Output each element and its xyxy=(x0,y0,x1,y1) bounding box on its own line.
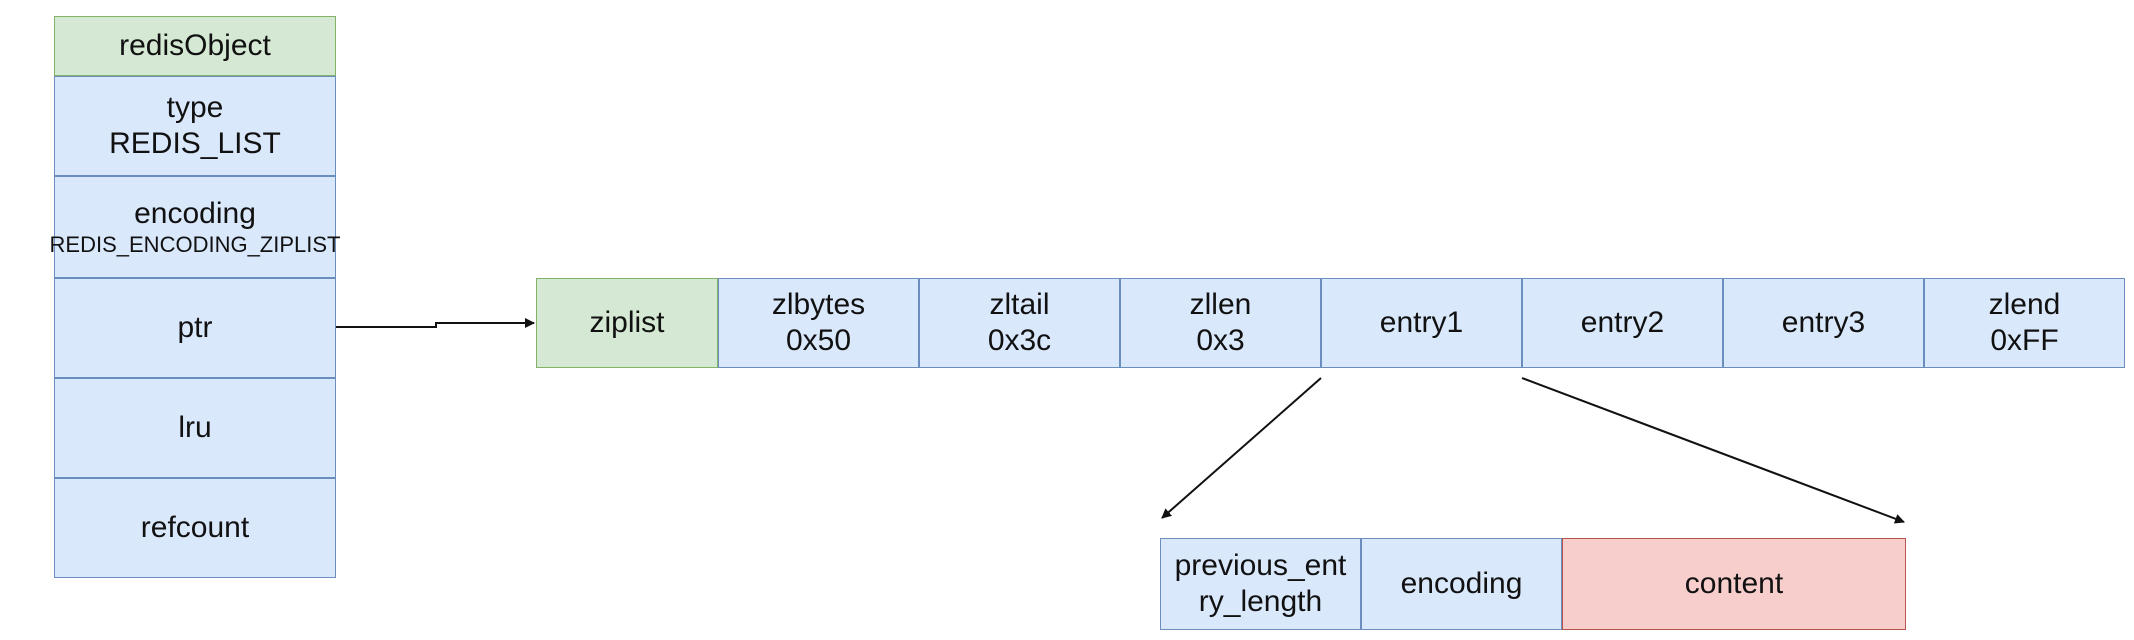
redis-object-ptr-cell: ptr xyxy=(54,278,336,378)
zllen-value: 0x3 xyxy=(1196,324,1245,357)
lru-label: lru xyxy=(178,411,212,444)
entry1-to-entry-detail-start-arrow xyxy=(1161,377,1322,519)
entry1-to-entry-detail-end-arrow xyxy=(1521,377,1905,524)
zllen-cell: zllen 0x3 xyxy=(1120,278,1321,368)
zltail-value: 0x3c xyxy=(987,324,1052,357)
type-value: REDIS_LIST xyxy=(109,127,281,160)
previous-entry-length-line1: previous_ent xyxy=(1174,549,1347,582)
content-cell: content xyxy=(1562,538,1906,630)
zlend-cell: zlend 0xFF xyxy=(1924,278,2125,368)
redis-object-type-cell: type REDIS_LIST xyxy=(54,76,336,176)
encoding-label: encoding xyxy=(134,196,256,230)
zltail-label: zltail xyxy=(989,288,1050,321)
previous-entry-length-cell: previous_ent ry_length xyxy=(1160,538,1361,630)
redis-object-lru-cell: lru xyxy=(54,378,336,478)
zlend-value: 0xFF xyxy=(1990,324,2059,357)
zllen-label: zllen xyxy=(1189,288,1252,321)
redis-object-header: redisObject xyxy=(54,16,336,76)
entry3-cell: entry3 xyxy=(1723,278,1924,368)
entry1-label: entry1 xyxy=(1379,306,1464,339)
redis-object-encoding-cell: encoding REDIS_ENCODING_ZIPLIST xyxy=(50,176,340,278)
entry-encoding-label: encoding xyxy=(1400,567,1523,600)
zlbytes-cell: zlbytes 0x50 xyxy=(718,278,919,368)
redis-object-title: redisObject xyxy=(119,29,271,62)
ziplist-header: ziplist xyxy=(536,278,718,368)
ziplist-title: ziplist xyxy=(589,306,665,339)
content-label: content xyxy=(1684,567,1784,600)
ptr-to-ziplist-arrow xyxy=(336,318,535,328)
entry-encoding-cell: encoding xyxy=(1361,538,1562,630)
zlbytes-value: 0x50 xyxy=(785,324,852,357)
redis-object-refcount-cell: refcount xyxy=(54,478,336,578)
previous-entry-length-line2: ry_length xyxy=(1198,585,1323,618)
zlend-label: zlend xyxy=(1988,288,2061,321)
ptr-label: ptr xyxy=(177,311,213,344)
entry2-cell: entry2 xyxy=(1522,278,1723,368)
zlbytes-label: zlbytes xyxy=(771,288,866,321)
refcount-label: refcount xyxy=(140,511,250,544)
entry2-label: entry2 xyxy=(1580,306,1665,339)
encoding-value: REDIS_ENCODING_ZIPLIST xyxy=(49,231,341,257)
type-label: type xyxy=(166,91,224,124)
entry3-label: entry3 xyxy=(1781,306,1866,339)
entry1-cell: entry1 xyxy=(1321,278,1522,368)
zltail-cell: zltail 0x3c xyxy=(919,278,1120,368)
